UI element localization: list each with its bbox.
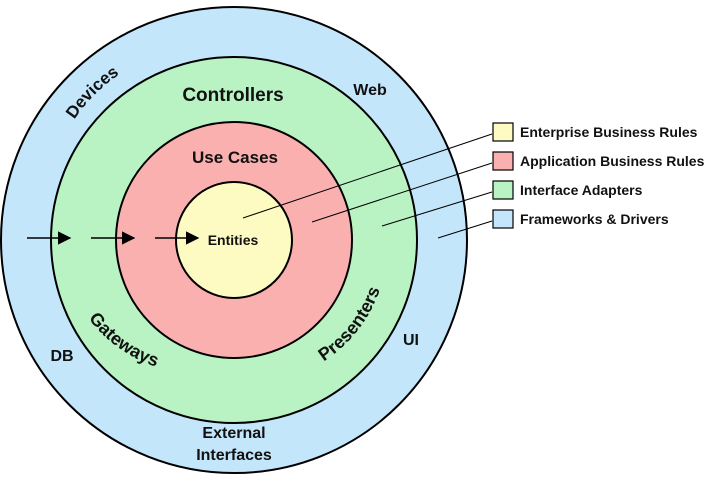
leader-line-adapters [381, 191, 493, 227]
legend-item-application-business-rules: Application Business Rules [492, 151, 705, 171]
leader-line-entities [242, 133, 493, 219]
legend-label: Application Business Rules [520, 153, 705, 169]
legend-item-interface-adapters: Interface Adapters [492, 180, 643, 200]
legend-swatch [492, 209, 514, 229]
db-label: DB [50, 348, 73, 365]
controllers-label: Controllers [182, 85, 283, 106]
legend-swatch [492, 180, 514, 200]
legend-swatch [492, 151, 514, 171]
legend-item-enterprise-business-rules: Enterprise Business Rules [492, 122, 698, 142]
external-interfaces-label-line2: Interfaces [196, 447, 272, 464]
legend-label: Enterprise Business Rules [520, 124, 698, 140]
legend: Enterprise Business Rules Application Bu… [492, 122, 705, 229]
web-label: Web [353, 82, 387, 99]
legend-swatch [492, 122, 514, 142]
leader-line-usecases [311, 162, 493, 223]
ui-label: UI [403, 332, 419, 349]
legend-item-frameworks-drivers: Frameworks & Drivers [492, 209, 669, 229]
use-cases-label: Use Cases [192, 148, 278, 167]
leader-line-frameworks [437, 220, 493, 239]
legend-label: Interface Adapters [520, 182, 643, 198]
external-interfaces-label-line1: External [202, 425, 265, 442]
entities-label: Entities [208, 232, 259, 248]
legend-label: Frameworks & Drivers [520, 211, 669, 227]
